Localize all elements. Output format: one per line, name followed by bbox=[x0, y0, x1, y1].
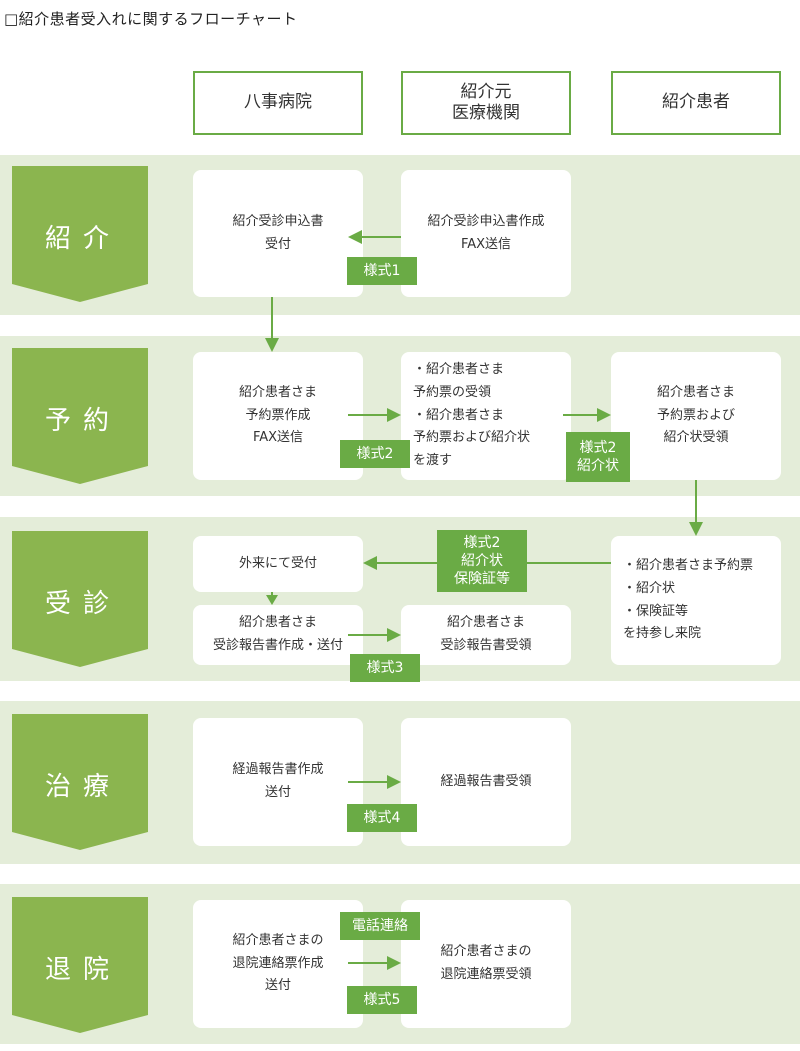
stage-chevron-reservation bbox=[12, 348, 148, 484]
column-header-hospital: 八事病院 bbox=[193, 71, 363, 135]
stage-chevron-discharge bbox=[12, 897, 148, 1033]
box-patient-visit: ・紹介患者さま予約票 ・紹介状 ・保険証等 を持参し来院 bbox=[611, 536, 781, 665]
stage-label-reservation: 予約 bbox=[44, 406, 121, 436]
box-progress-report-received: 経過報告書受領 bbox=[401, 718, 571, 846]
tag-form2: 様式2 bbox=[340, 440, 410, 468]
box-consult-report-created: 紹介患者さま 受診報告書作成・送付 bbox=[193, 605, 363, 665]
box-reservation-created: 紹介患者さま 予約票作成 FAX送信 bbox=[193, 352, 363, 480]
box-patient-receives: 紹介患者さま 予約票および 紹介状受領 bbox=[611, 352, 781, 480]
box-consult-report-received: 紹介患者さま 受診報告書受領 bbox=[401, 605, 571, 665]
tag-documents: 様式2 紹介状 保険証等 bbox=[437, 530, 527, 592]
tag-form4: 様式4 bbox=[347, 804, 417, 832]
tag-form2-referral: 様式2 紹介状 bbox=[566, 432, 630, 482]
stage-label-treatment: 治療 bbox=[44, 772, 121, 802]
stage-label-discharge: 退院 bbox=[44, 955, 121, 985]
box-progress-report-created: 経過報告書作成 送付 bbox=[193, 718, 363, 846]
box-reservation-received: ・紹介患者さま 予約票の受領 ・紹介患者さま 予約票および紹介状 を渡す bbox=[401, 352, 571, 480]
stage-chevron-treatment bbox=[12, 714, 148, 850]
stage-chevron-referral bbox=[12, 166, 148, 302]
box-application-sent: 紹介受診申込書作成 FAX送信 bbox=[401, 170, 571, 297]
box-discharge-note-created: 紹介患者さまの 退院連絡票作成 送付 bbox=[193, 900, 363, 1028]
tag-form3: 様式3 bbox=[350, 654, 420, 682]
stage-label-referral: 紹介 bbox=[44, 224, 121, 254]
stage-label-consultation: 受診 bbox=[44, 589, 121, 619]
box-outpatient-reception: 外来にて受付 bbox=[193, 536, 363, 592]
page-title: □紹介患者受入れに関するフローチャート bbox=[4, 10, 298, 28]
tag-form5: 様式5 bbox=[347, 986, 417, 1014]
column-header-referrer: 紹介元 医療機関 bbox=[401, 71, 571, 135]
column-header-patient: 紹介患者 bbox=[611, 71, 781, 135]
tag-form1: 様式1 bbox=[347, 257, 417, 285]
box-application-received: 紹介受診申込書 受付 bbox=[193, 170, 363, 297]
stage-chevron-consultation bbox=[12, 531, 148, 667]
tag-phone-contact: 電話連絡 bbox=[340, 912, 420, 940]
box-discharge-note-received: 紹介患者さまの 退院連絡票受領 bbox=[401, 900, 571, 1028]
